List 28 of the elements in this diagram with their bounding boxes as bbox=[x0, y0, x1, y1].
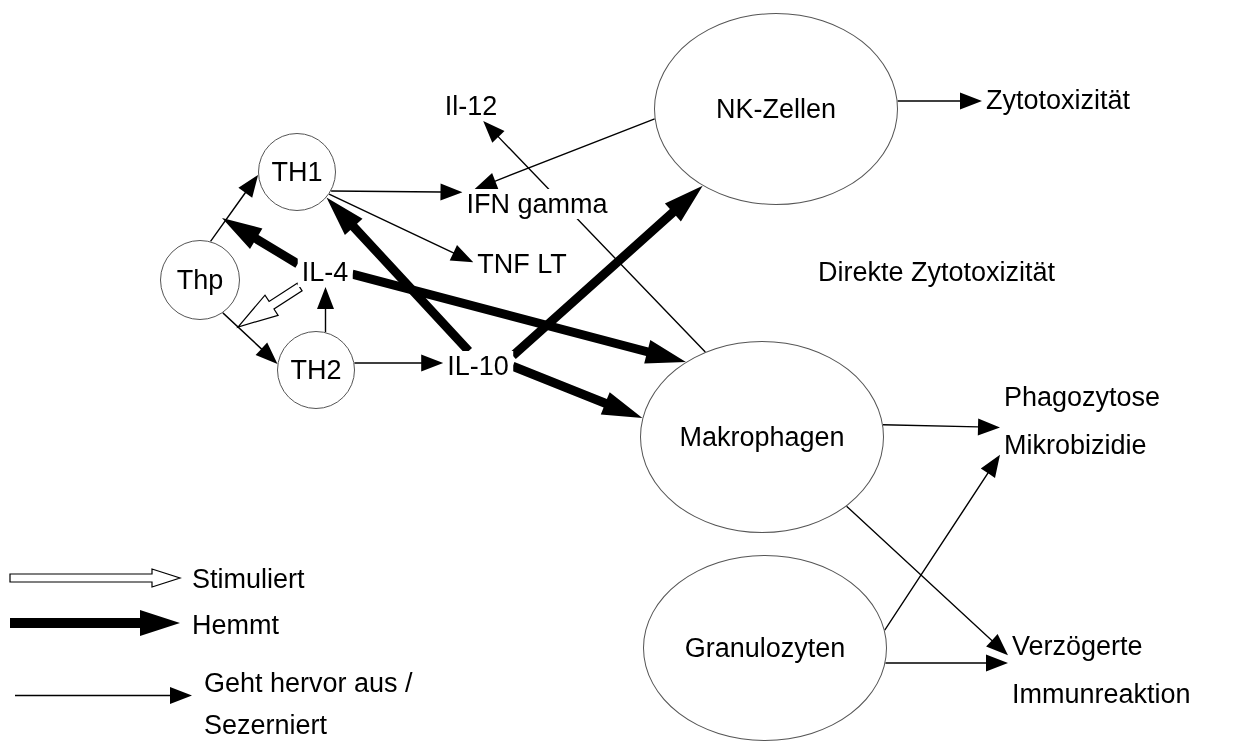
note-text: Direkte Zytotoxizität bbox=[818, 256, 1056, 289]
hollow-arrow bbox=[236, 282, 303, 329]
thick-arrow bbox=[509, 185, 703, 360]
thick-arrow bbox=[351, 269, 686, 364]
thick-arrow bbox=[511, 362, 643, 419]
cell-label: TH2 bbox=[290, 354, 342, 386]
arrow bbox=[331, 183, 463, 201]
legend-label: Hemmt bbox=[192, 609, 280, 642]
legend-label: Geht hervor aus / Sezerniert bbox=[204, 667, 414, 742]
legend-label: Stimuliert bbox=[192, 563, 306, 596]
arrow bbox=[222, 312, 278, 364]
arrow bbox=[328, 193, 474, 263]
arrow bbox=[885, 654, 1008, 672]
arrow bbox=[354, 354, 444, 372]
cell-label: Granulozyten bbox=[684, 632, 846, 664]
arrow bbox=[210, 174, 259, 242]
arrow bbox=[883, 418, 1000, 436]
arrow bbox=[317, 287, 334, 333]
arrow bbox=[483, 121, 706, 353]
cell-label: Makrophagen bbox=[679, 421, 845, 453]
arrow bbox=[474, 118, 655, 189]
cell-label: Thp bbox=[176, 264, 224, 296]
arrow bbox=[897, 92, 982, 110]
arrow bbox=[846, 505, 1008, 656]
term-label: IL-4 bbox=[297, 257, 353, 287]
arrow bbox=[884, 454, 1000, 631]
cell-label: TH1 bbox=[271, 156, 323, 188]
cell-label: NK-Zellen bbox=[715, 93, 836, 125]
